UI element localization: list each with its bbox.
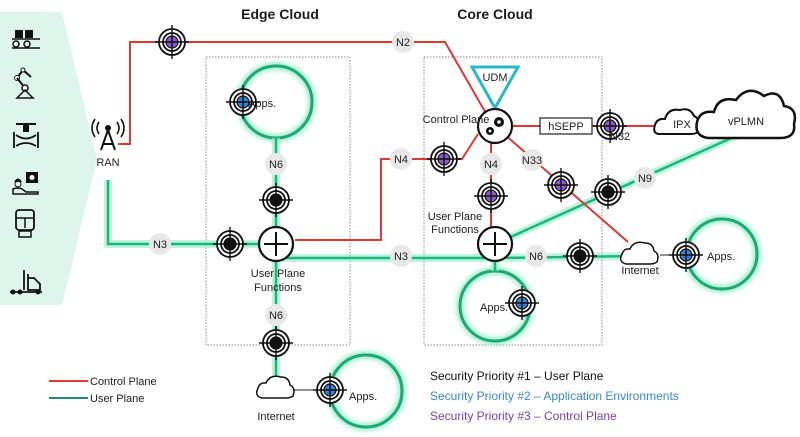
control-plane-node <box>476 107 514 145</box>
interface-label: N9 <box>638 173 652 185</box>
interface-label: N2 <box>396 37 410 49</box>
interface-label: N6 <box>529 251 543 263</box>
priority-3: Security Priority #3 – Control Plane <box>430 409 617 423</box>
security-target-control-icon <box>593 109 627 143</box>
interface-badge-n6-edge_top: N6 <box>265 153 287 175</box>
security-target-app-icon <box>313 373 347 407</box>
core-upf-node <box>476 225 514 263</box>
ran-label: RAN <box>96 157 119 169</box>
truck-icon <box>10 270 42 295</box>
train-icon <box>15 209 35 238</box>
legend-control-plane-label: Control Plane <box>90 376 157 388</box>
interface-badge-n6-core: N6 <box>525 245 547 267</box>
ran-antenna-icon <box>91 118 125 151</box>
interface-badge-n9: N9 <box>634 167 656 189</box>
edge-cloud-title: Edge Cloud <box>241 6 319 22</box>
security-target-control-icon <box>155 25 189 59</box>
interface-badge-n33: N33 <box>521 149 543 171</box>
ipx-label: IPX <box>673 119 691 131</box>
hsepp-label: hSEPP <box>548 121 583 133</box>
core-upf-label-2: Functions <box>431 224 479 236</box>
n32-label: N32 <box>610 131 630 143</box>
internet-cloud-core <box>619 241 659 265</box>
vplmn-label: vPLMN <box>728 116 764 128</box>
security-target-control-icon <box>474 179 508 213</box>
interface-label: N6 <box>269 310 283 322</box>
security-target-user-icon <box>591 175 625 209</box>
security-target-app-icon <box>669 238 703 272</box>
valve-icon <box>13 123 39 148</box>
internet-core-label: Internet <box>621 265 658 277</box>
interface-label: N4 <box>484 159 498 171</box>
interface-label: N3 <box>153 239 167 251</box>
security-target-user-icon <box>563 239 597 273</box>
interface-badge-n2: N2 <box>392 31 414 53</box>
legend-user-plane-label: User Plane <box>90 393 144 405</box>
interface-badge-n3-core: N3 <box>390 245 412 267</box>
internet-cloud-edge <box>255 375 295 399</box>
apps-edge-top-label: Apps. <box>248 98 276 110</box>
udm-triangle <box>469 65 521 112</box>
device-panel <box>0 12 97 305</box>
core-cloud-title: Core Cloud <box>457 6 532 22</box>
security-target-app-icon <box>226 85 260 119</box>
vplmn-cloud <box>695 89 797 140</box>
gear-icon <box>486 117 504 135</box>
udm-label: UDM <box>482 72 507 84</box>
hsepp-box <box>539 117 593 135</box>
security-target-app-icon <box>505 286 539 320</box>
control-plane-label: Control Plane <box>423 114 490 126</box>
priority-legend: Security Priority #1 – User Plane Securi… <box>430 369 679 423</box>
apps-internet-right-label: Apps. <box>707 251 735 263</box>
apps-core-label: Apps. <box>480 302 508 314</box>
robot-arm-icon <box>14 67 35 99</box>
interface-label: N3 <box>394 251 408 263</box>
security-targets <box>155 25 703 407</box>
interface-badge-n4-edge: N4 <box>390 148 412 170</box>
edge-upf-label-2: Functions <box>254 282 302 294</box>
interface-badge-n3-ran: N3 <box>149 233 171 255</box>
interface-badge-n6-edge_bottom: N6 <box>265 304 287 326</box>
interface-label: N6 <box>269 159 283 171</box>
edge-upf-label-1: User Plane <box>251 268 305 280</box>
security-target-control-icon <box>427 142 461 176</box>
core-upf-label-1: User Plane <box>428 211 482 223</box>
interface-label: N4 <box>394 154 408 166</box>
security-target-control-icon <box>544 168 578 202</box>
internet-edge-label: Internet <box>257 411 294 423</box>
conveyor-icon <box>12 30 40 49</box>
security-target-user-icon <box>259 326 293 360</box>
line-legend: Control Plane User Plane <box>49 376 157 405</box>
security-target-user-icon <box>213 227 247 261</box>
interface-badge-n4-core: N4 <box>480 153 502 175</box>
interface-label: N33 <box>522 155 542 167</box>
apps-internet-bottom-label: Apps. <box>349 391 377 403</box>
priority-2: Security Priority #2 – Application Envir… <box>430 389 679 403</box>
edge-upf-node <box>257 225 295 263</box>
priority-1: Security Priority #1 – User Plane <box>430 369 604 383</box>
security-target-user-icon <box>259 183 293 217</box>
worker-icon <box>12 172 39 195</box>
